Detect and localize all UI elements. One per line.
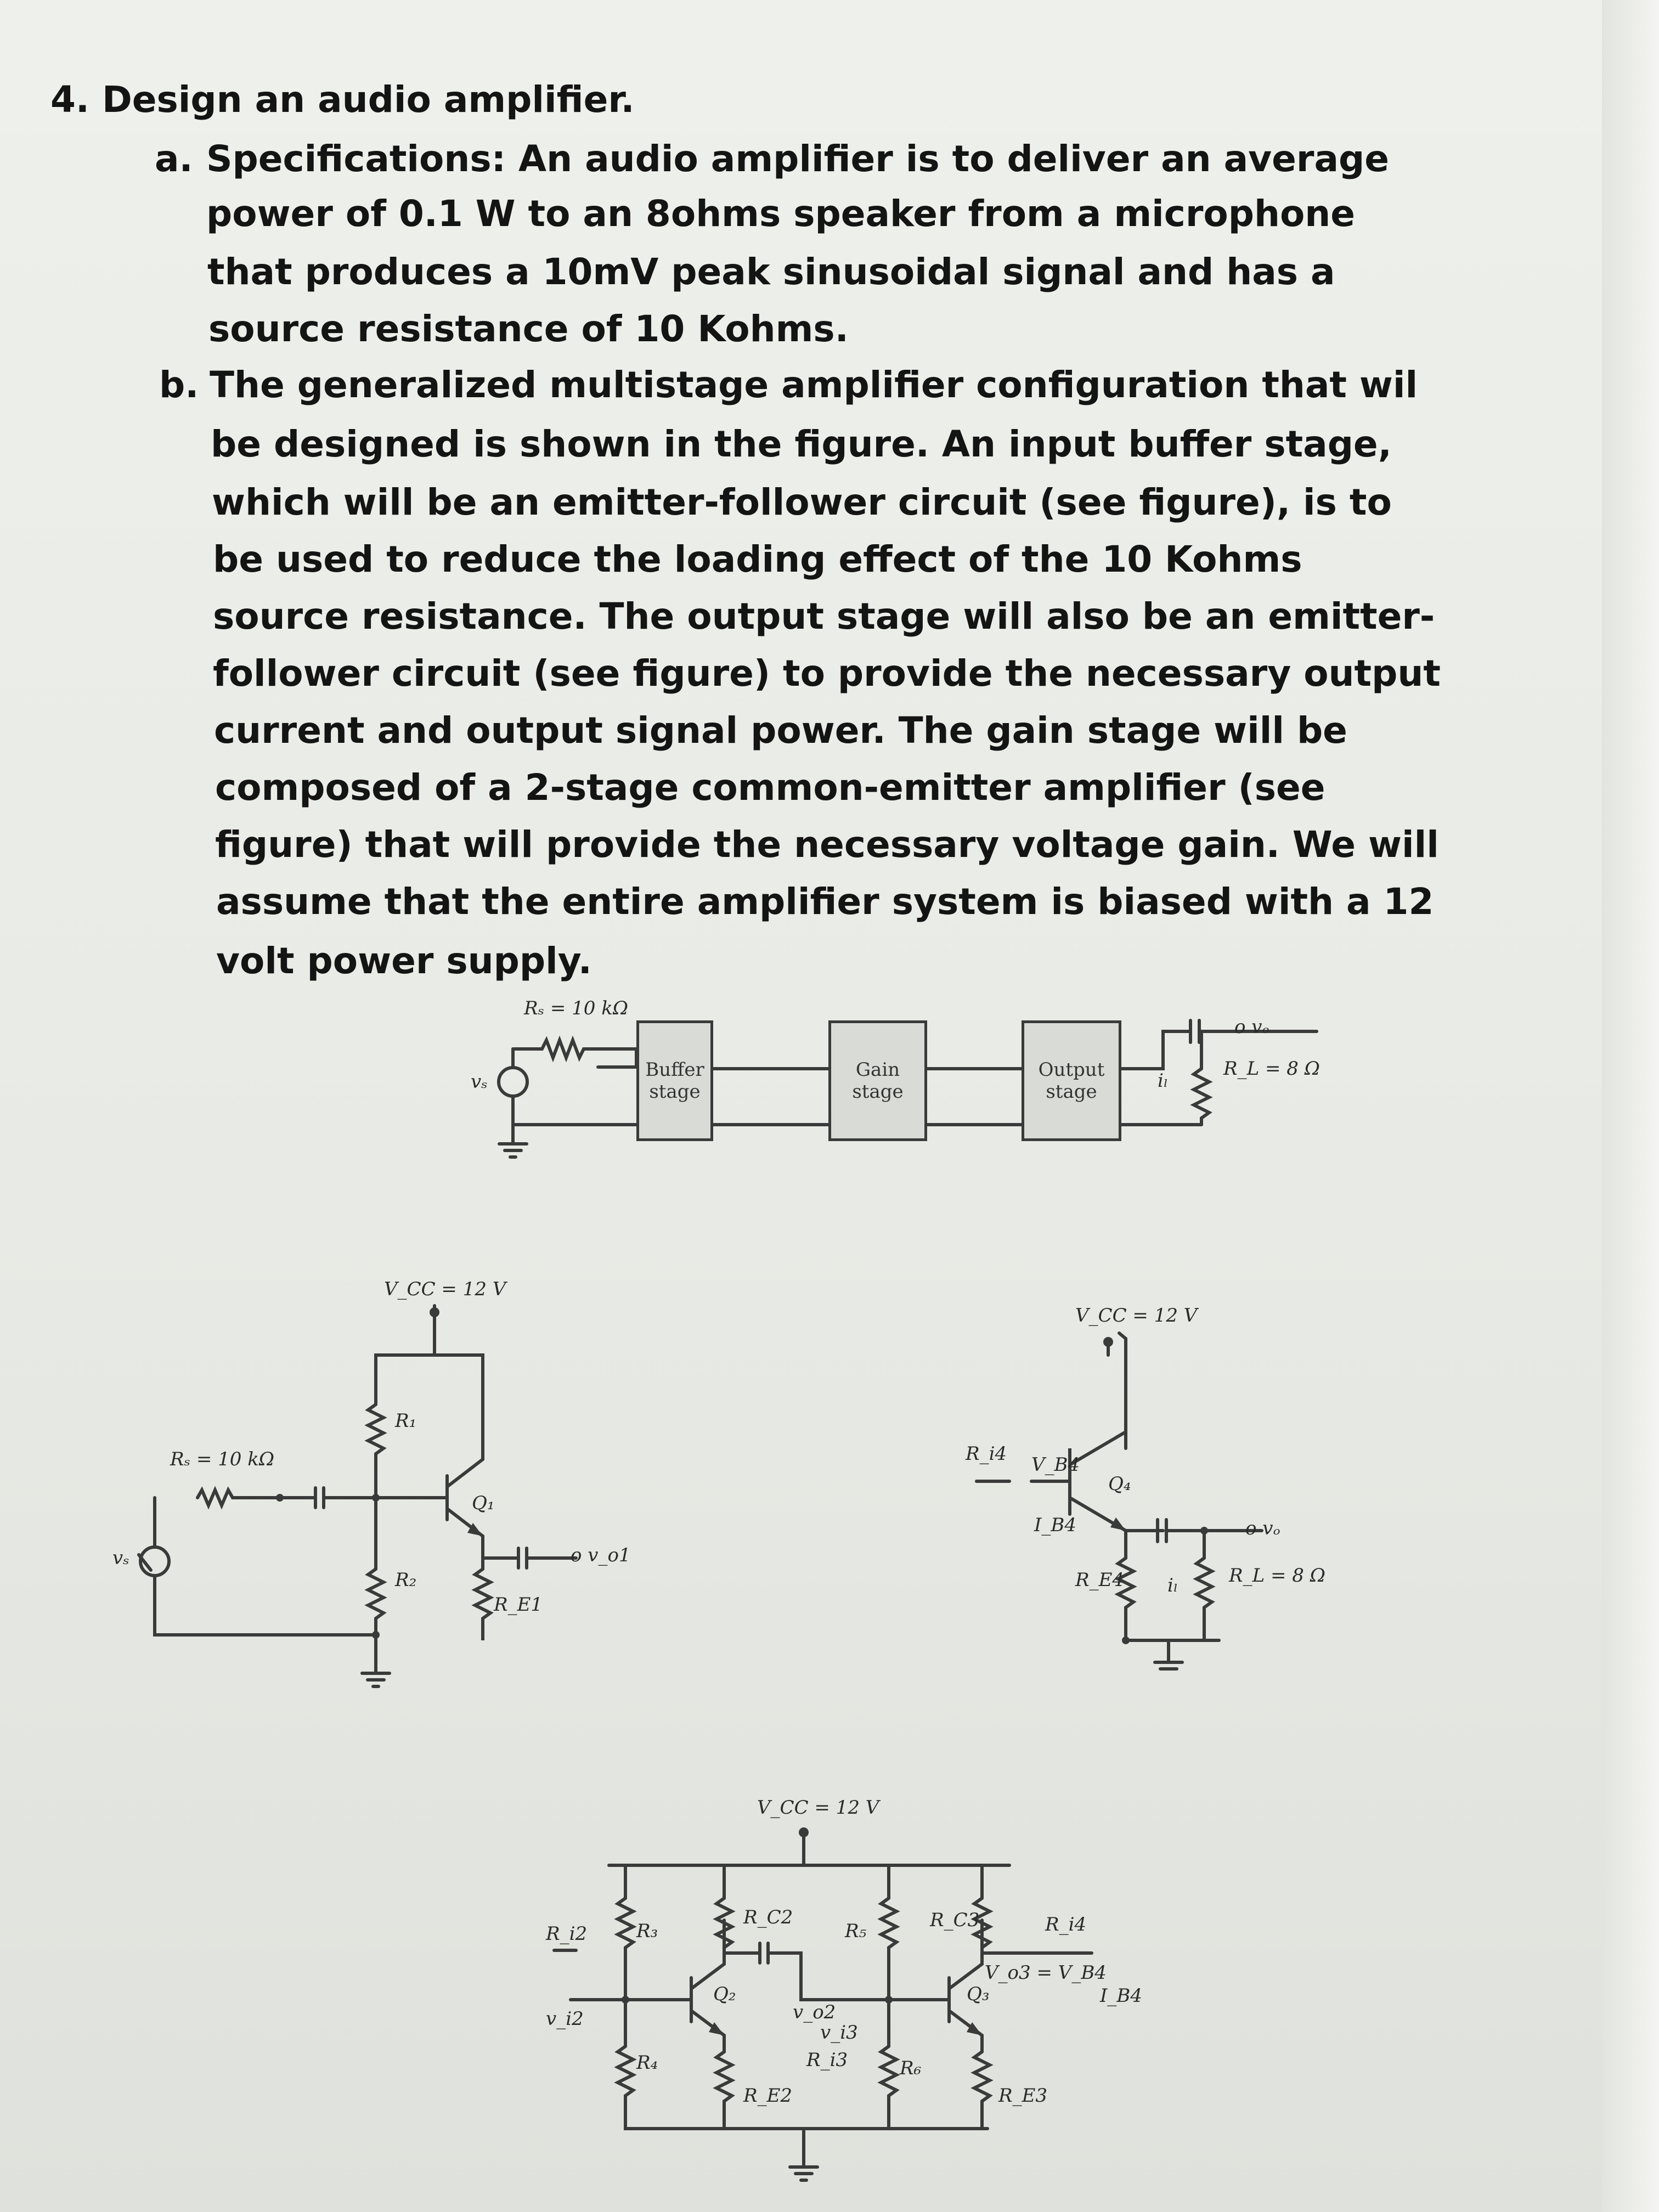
buffer-r1-label: R₁ (395, 1410, 417, 1432)
gain-re3-label: R_E3 (998, 2085, 1048, 2107)
buffer-stage-sublabel: stage (649, 1081, 701, 1103)
gain-q2-label: Q₂ (713, 1983, 736, 2005)
gain-ri4-label: R_i4 (1045, 1914, 1087, 1936)
buffer-vo-label: o v_o1 (571, 1544, 631, 1566)
question-heading: 4. Design an audio amplifier. (50, 78, 635, 121)
output-vb-label: V_B4 (1031, 1454, 1080, 1476)
gain-vo3-label: V_o3 = V_B4 (985, 1962, 1107, 1984)
output-vcc-label: V_CC = 12 V (1075, 1305, 1198, 1327)
gain-vi3-label: v_i3 (820, 2022, 858, 2044)
buffer-q1-label: Q₁ (472, 1492, 495, 1514)
output-ri-label: R_i4 (966, 1443, 1007, 1465)
part-b-line: The generalized multistage amplifier con… (210, 364, 1418, 406)
gain-stage-label: Gain (855, 1059, 900, 1081)
output-q-label: Q₄ (1108, 1473, 1131, 1495)
part-a-line: Specifications: An audio amplifier is to… (206, 138, 1390, 180)
paper-edge (1602, 0, 1659, 2212)
part-a-line: that produces a 10mV peak sinusoidal sig… (207, 251, 1335, 293)
buffer-stage-label: Buffer (645, 1059, 704, 1081)
output-il-label: iₗ (1167, 1575, 1178, 1596)
gain-rc2-label: R_C2 (743, 1906, 793, 1928)
part-b-line: composed of a 2-stage common-emitter amp… (215, 766, 1325, 809)
output-stage-box: Output stage (1022, 1020, 1121, 1141)
block-load-label: R_L = 8 Ω (1223, 1058, 1320, 1080)
part-b-line: volt power supply. (216, 940, 592, 982)
gain-q3-label: Q₃ (967, 1983, 990, 2005)
gain-vcc-label: V_CC = 12 V (757, 1797, 879, 1819)
gain-rc3-label: R_C3 (930, 1909, 980, 1931)
gain-stage-box: Gain stage (828, 1020, 927, 1141)
gain-r5-label: R₅ (845, 1920, 867, 1942)
buffer-re-label: R_E1 (494, 1594, 543, 1616)
gain-r3-label: R₃ (636, 1920, 658, 1942)
gain-re2-label: R_E2 (743, 2085, 793, 2107)
gain-ri2-label: R_i2 (546, 1923, 588, 1945)
part-a-line: source resistance of 10 Kohms. (208, 308, 849, 350)
gain-ri3-label: R_i3 (806, 2049, 848, 2071)
part-a-line: power of 0.1 W to an 8ohms speaker from … (206, 193, 1356, 235)
gain-stage-sublabel: stage (852, 1081, 904, 1103)
buffer-rs-label: Rₛ = 10 kΩ (170, 1448, 275, 1470)
part-a-label: a. (155, 138, 193, 180)
part-b-line: current and output signal power. The gai… (214, 709, 1347, 752)
gain-ib4-label: I_B4 (1100, 1985, 1143, 2007)
gain-vin-label: v_i2 (546, 2008, 584, 2030)
gain-r4-label: R₄ (636, 2052, 658, 2074)
buffer-r2-label: R₂ (395, 1569, 417, 1591)
block-vo-label: o vₒ (1234, 1016, 1269, 1038)
output-ib-label: I_B4 (1034, 1514, 1077, 1536)
buffer-stage-box: Buffer stage (636, 1020, 713, 1141)
part-b-label: b. (159, 364, 199, 406)
part-b-line: be used to reduce the loading effect of … (213, 538, 1302, 580)
buffer-vcc-label: V_CC = 12 V (384, 1278, 506, 1300)
output-vo-label: o vₒ (1245, 1517, 1280, 1539)
part-b-line: follower circuit (see figure) to provide… (213, 652, 1441, 695)
part-b-line: which will be an emitter-follower circui… (212, 481, 1392, 523)
output-stage-sublabel: stage (1046, 1081, 1097, 1103)
gain-vo2-label: v_o2 (793, 2001, 836, 2023)
part-b-line: source resistance. The output stage will… (213, 595, 1435, 637)
part-b-line: figure) that will provide the necessary … (215, 823, 1439, 866)
output-re-label: R_E4 (1075, 1569, 1125, 1591)
output-rl-label: R_L = 8 Ω (1229, 1565, 1325, 1587)
buffer-source-label: vₛ (112, 1547, 129, 1569)
block-rs-label: Rₛ = 10 kΩ (524, 997, 629, 1019)
part-b-line: assume that the entire amplifier system … (216, 881, 1434, 923)
part-b-line: be designed is shown in the figure. An i… (211, 423, 1392, 465)
block-current-label: iₗ (1158, 1070, 1169, 1092)
block-source-label: vₛ (471, 1071, 488, 1093)
gain-r6-label: R₆ (900, 2057, 922, 2079)
output-stage-label: Output (1038, 1059, 1105, 1081)
